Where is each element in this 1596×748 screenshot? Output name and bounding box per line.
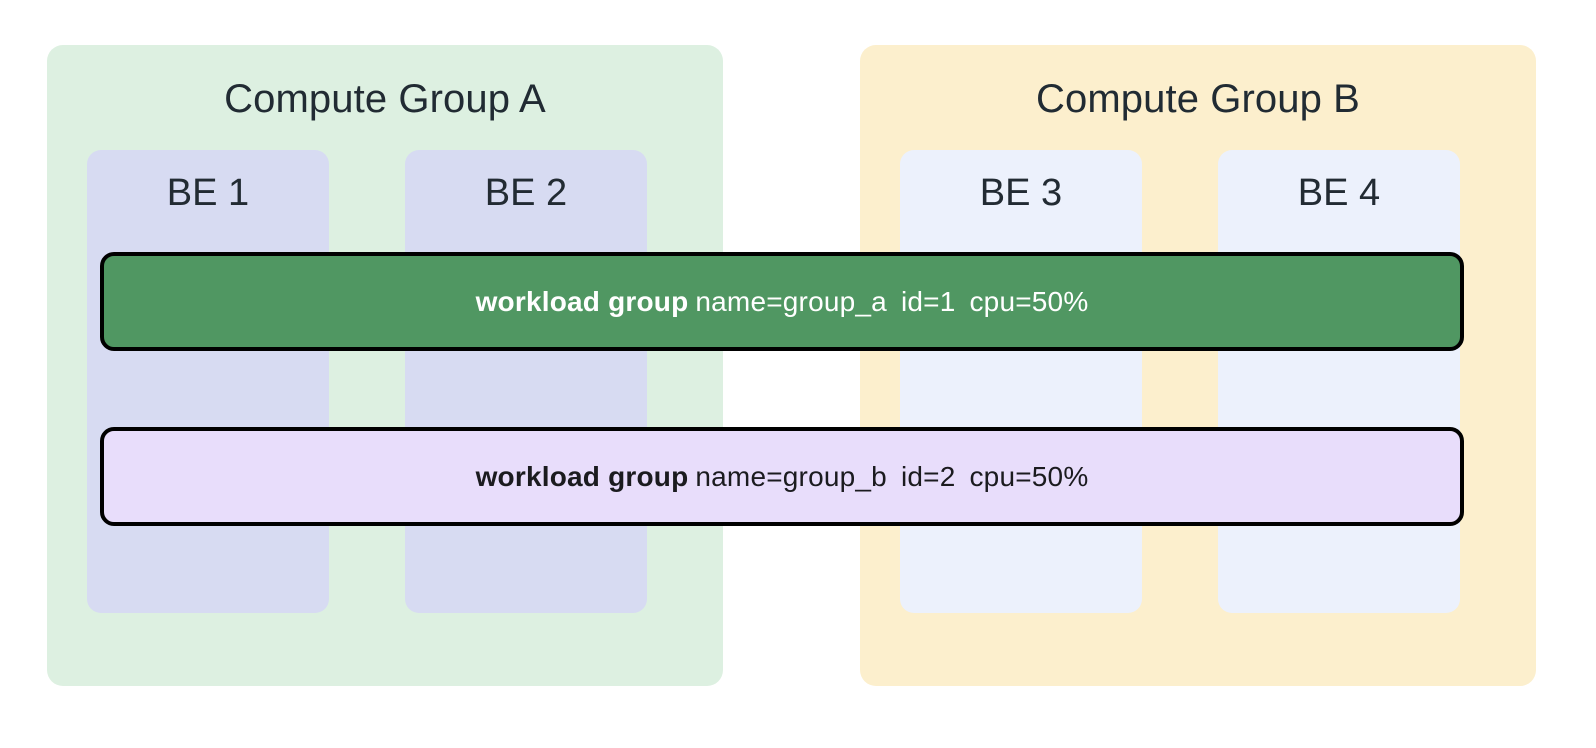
backend-node-be-4: BE 4 bbox=[1218, 150, 1460, 613]
compute-group-a-title: Compute Group A bbox=[224, 77, 546, 121]
workload-group-b-id: id=2 bbox=[900, 460, 956, 492]
workload-group-b-name: name=group_b bbox=[695, 460, 887, 492]
compute-group-b: Compute Group B BE 3 BE 4 bbox=[860, 45, 1536, 686]
compute-group-a: Compute Group A BE 1 BE 2 bbox=[47, 45, 723, 686]
backend-node-be-2: BE 2 bbox=[405, 150, 647, 613]
compute-group-b-title: Compute Group B bbox=[1036, 77, 1360, 121]
backend-node-be-3: BE 3 bbox=[900, 150, 1142, 613]
workload-group-b-cpu: cpu=50% bbox=[969, 460, 1089, 492]
backend-node-be-1: BE 1 bbox=[87, 150, 329, 613]
workload-group-a-id: id=1 bbox=[900, 285, 956, 317]
workload-group-a-title: workload group bbox=[475, 285, 689, 317]
backend-node-be-4-label: BE 4 bbox=[1297, 172, 1381, 214]
backend-node-be-3-label: BE 3 bbox=[979, 172, 1063, 214]
workload-group-a-name: name=group_a bbox=[695, 285, 887, 317]
backend-node-be-1-label: BE 1 bbox=[166, 172, 250, 214]
workload-group-b-title: workload group bbox=[475, 460, 689, 492]
backend-node-be-2-label: BE 2 bbox=[484, 172, 568, 214]
workload-group-a-cpu: cpu=50% bbox=[969, 285, 1089, 317]
